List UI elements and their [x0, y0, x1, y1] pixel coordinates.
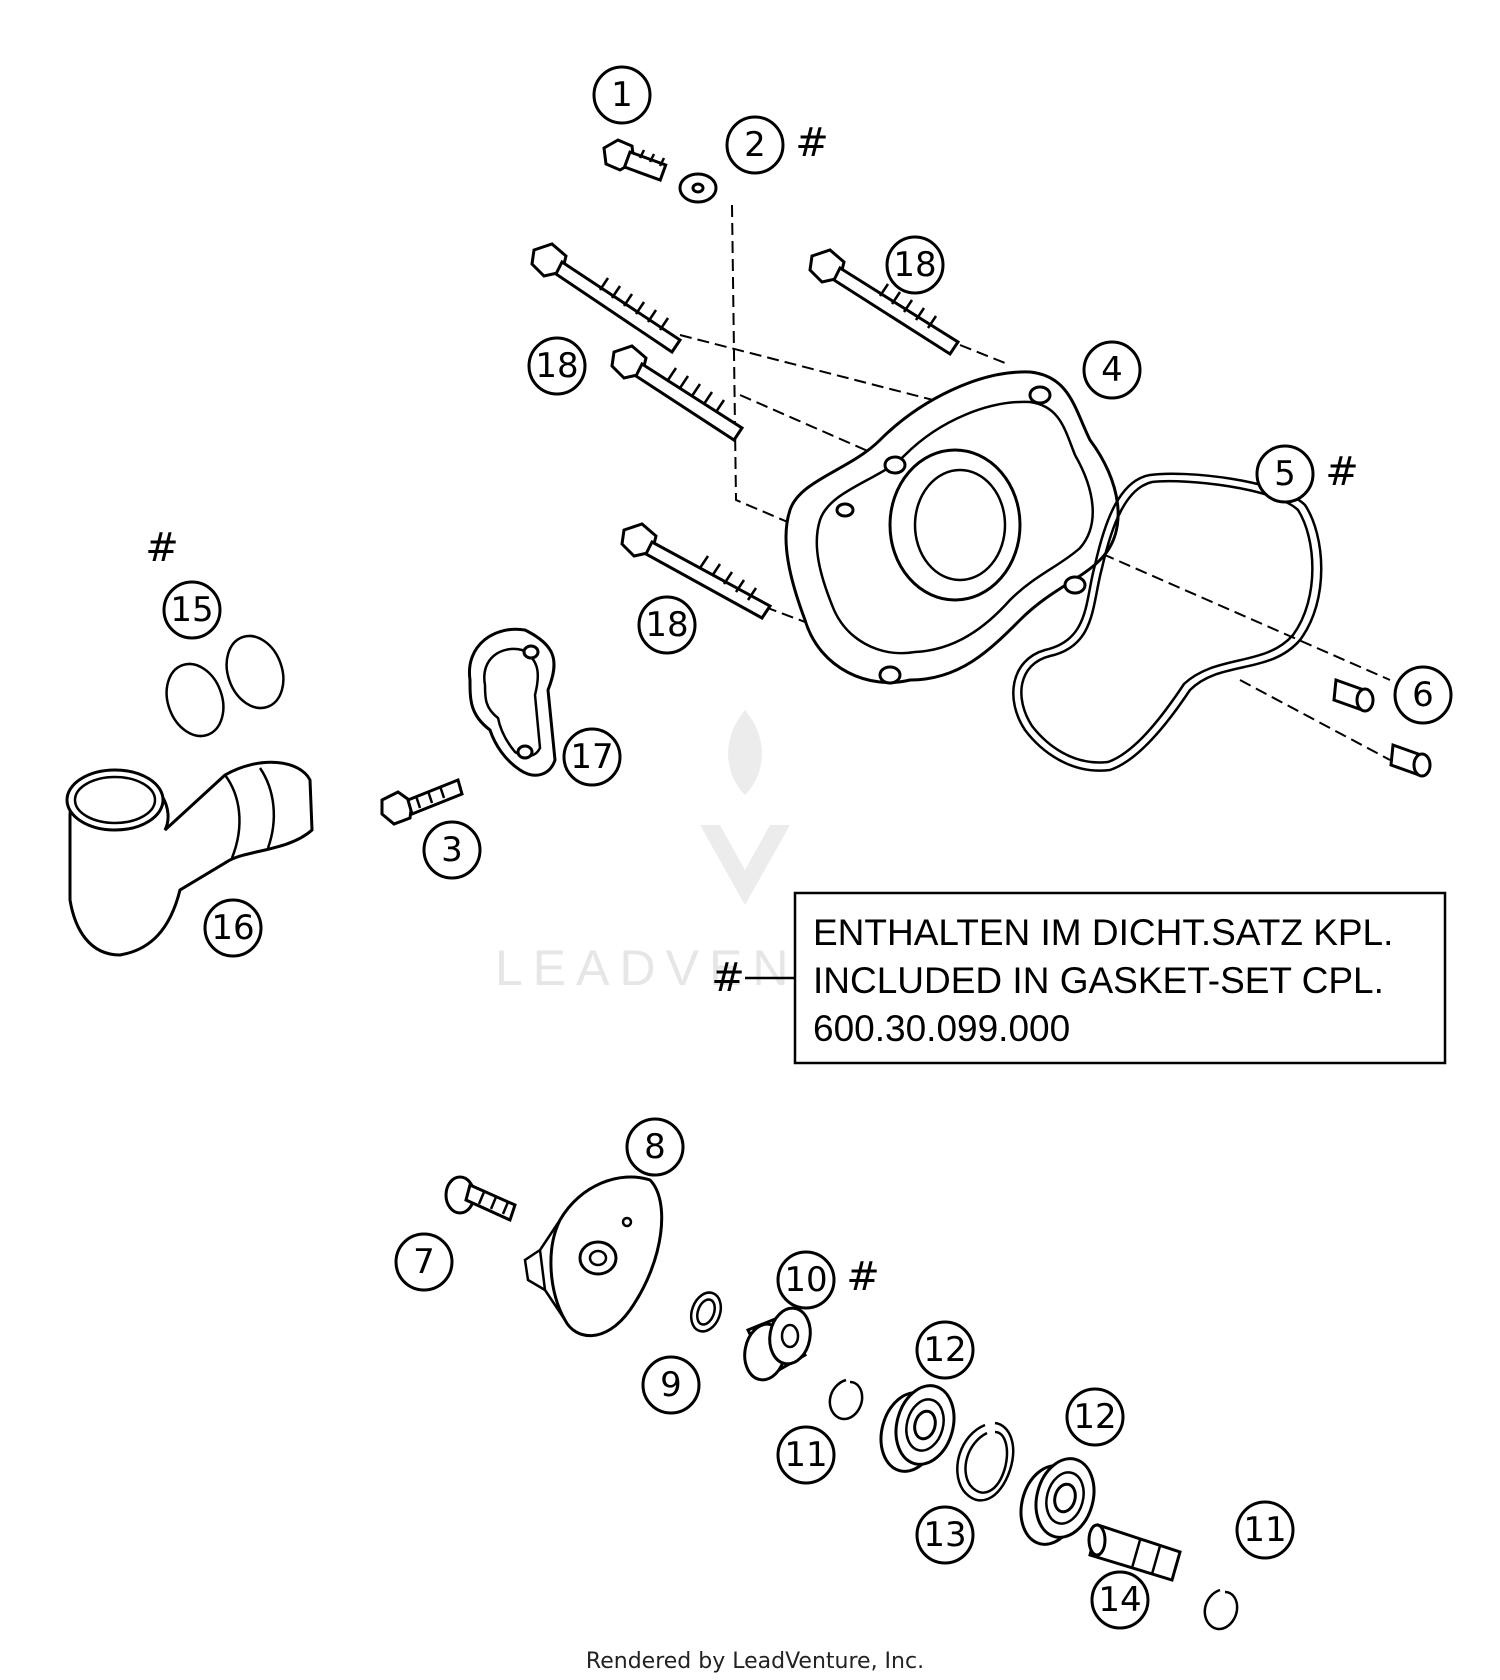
- callout-5-gasket-marker: #: [1325, 449, 1359, 495]
- part-4-pump-cover: [784, 370, 1120, 685]
- legend-part-number: 600.30.099.000: [813, 1008, 1070, 1049]
- callout-2: 2: [725, 115, 785, 175]
- gasket-set-legend: # ENTHALTEN IM DICHT.SATZ KPL. INCLUDED …: [711, 891, 1447, 1065]
- callout-14: 14: [1090, 1570, 1150, 1630]
- part-6-dowel-pins: [1332, 677, 1432, 778]
- callout-10: 10: [776, 1250, 836, 1310]
- part-5-o-ring: [1012, 472, 1323, 772]
- part-7-bolt: [444, 1175, 517, 1223]
- part-18-bolt-d: [620, 522, 773, 620]
- callout-14-label: 14: [1098, 1580, 1141, 1620]
- callout-1-label: 1: [611, 75, 633, 115]
- callout-6-label: 6: [1412, 675, 1434, 715]
- part-3-bolt: [380, 777, 464, 826]
- callout-4-label: 4: [1101, 350, 1123, 390]
- part-14-shaft: [1087, 1523, 1182, 1582]
- callout-5: 5: [1255, 444, 1315, 504]
- callout-18-b-label: 18: [535, 346, 578, 386]
- legend-marker: #: [711, 955, 745, 1001]
- part-16-elbow-pipe: [65, 760, 314, 957]
- callout-3: 3: [422, 820, 482, 880]
- part-18-bolt-b: [808, 248, 961, 357]
- part-9-seal-ring: [689, 1291, 723, 1333]
- callout-7: 7: [394, 1232, 454, 1292]
- part-10-shaft-seal: [743, 1306, 812, 1382]
- callout-13-label: 13: [923, 1515, 966, 1555]
- callout-3-label: 3: [441, 830, 463, 870]
- callout-5-label: 5: [1274, 454, 1296, 494]
- callout-7-label: 7: [413, 1242, 435, 1282]
- callout-2-gasket-marker: #: [795, 120, 829, 166]
- callout-18-a-label: 18: [893, 245, 936, 285]
- callout-6: 6: [1393, 665, 1453, 725]
- callout-13: 13: [915, 1505, 975, 1565]
- part-18-bolt-c: [610, 344, 745, 443]
- callout-16: 16: [203, 898, 263, 958]
- callout-18-a: 18: [885, 235, 945, 295]
- callout-8: 8: [625, 1117, 685, 1177]
- footer-credit: Rendered by LeadVenture, Inc.: [586, 1649, 924, 1674]
- callout-15: 15: [162, 580, 222, 640]
- part-18-bolt-a: [530, 242, 683, 355]
- callout-12-b: 12: [1065, 1387, 1125, 1447]
- part-11-circlip-b: [1203, 1588, 1239, 1631]
- callout-17-label: 17: [570, 737, 613, 777]
- callout-15-gasket-marker: #: [145, 525, 179, 571]
- callout-18-b: 18: [527, 336, 587, 396]
- callout-9-label: 9: [660, 1365, 682, 1405]
- callout-1: 1: [592, 65, 652, 125]
- callout-11-a: 11: [776, 1425, 836, 1485]
- callout-2-label: 2: [744, 125, 766, 165]
- callout-12-a-label: 12: [923, 1330, 966, 1370]
- callout-11-b: 11: [1235, 1500, 1295, 1560]
- callout-10-gasket-marker: #: [846, 1254, 880, 1300]
- part-2-washer: [678, 172, 718, 204]
- callout-10-label: 10: [784, 1260, 827, 1300]
- callout-11-a-label: 11: [784, 1435, 827, 1475]
- callout-16-label: 16: [211, 908, 254, 948]
- watermark-flame-icon: [728, 710, 762, 795]
- part-12-bearing-b: [1019, 1457, 1096, 1546]
- part-17-flange-gasket: [467, 627, 557, 777]
- callout-9: 9: [641, 1355, 701, 1415]
- legend-line-german: ENTHALTEN IM DICHT.SATZ KPL.: [813, 912, 1393, 953]
- legend-box: [793, 891, 1447, 1065]
- callout-18-c-label: 18: [645, 605, 688, 645]
- watermark-v-icon: [700, 825, 790, 905]
- part-1-bolt: [602, 138, 668, 182]
- legend-line-english: INCLUDED IN GASKET-SET CPL.: [813, 960, 1384, 1001]
- callout-18-c: 18: [637, 595, 697, 655]
- part-11-circlip-a: [828, 1378, 864, 1421]
- part-15-o-rings: [165, 634, 285, 738]
- callout-17: 17: [562, 727, 622, 787]
- callout-12-a: 12: [915, 1320, 975, 1380]
- callout-15-label: 15: [170, 590, 213, 630]
- callout-12-b-label: 12: [1073, 1397, 1116, 1437]
- callout-4: 4: [1082, 340, 1142, 400]
- callout-11-b-label: 11: [1243, 1510, 1286, 1550]
- part-8-impeller: [523, 1175, 664, 1338]
- callout-8-label: 8: [644, 1127, 666, 1167]
- part-12-bearing-a: [879, 1384, 956, 1473]
- part-13-snap-ring: [956, 1421, 1015, 1502]
